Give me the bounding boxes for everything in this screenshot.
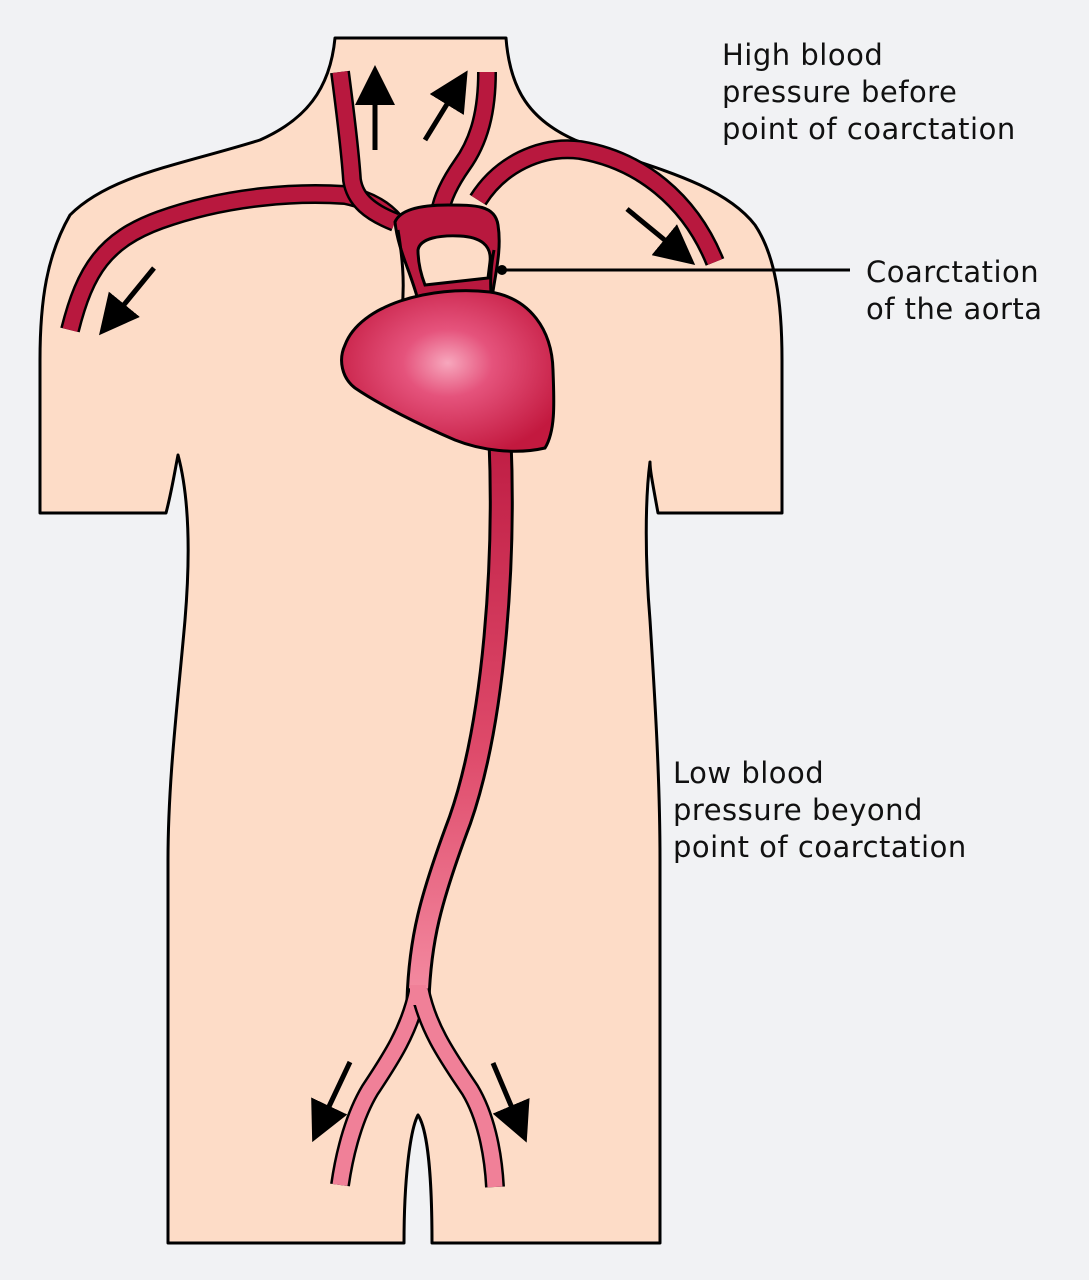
low-pressure-line2: pressure beyond <box>673 793 923 827</box>
coarctation-line1: Coarctation <box>866 255 1040 289</box>
high-pressure-line3: point of coarctation <box>722 112 1016 146</box>
coarctation-pointer <box>497 265 850 275</box>
high-pressure-label: High blood pressure before point of coar… <box>722 37 1016 148</box>
flow-arrows <box>99 65 696 1143</box>
arch-opening <box>416 234 492 287</box>
arteries <box>60 70 725 1188</box>
torso-silhouette <box>38 36 784 1245</box>
low-pressure-label: Low blood pressure beyond point of coarc… <box>673 755 967 866</box>
high-pressure-line1: High blood <box>722 38 884 72</box>
arrow-down-left-icon <box>99 266 156 336</box>
low-pressure-line1: Low blood <box>673 756 825 790</box>
high-pressure-line2: pressure before <box>722 75 958 109</box>
heart <box>340 289 556 453</box>
low-pressure-line3: point of coarctation <box>673 830 967 864</box>
arrow-up-right-icon <box>422 70 468 142</box>
coarctation-label: Coarctation of the aorta <box>866 254 1043 328</box>
arrow-down-left-lower-icon <box>311 1060 353 1143</box>
arrow-down-right-lower-icon <box>490 1062 530 1143</box>
coarctation-line2: of the aorta <box>866 292 1043 326</box>
arrow-down-right-icon <box>625 207 696 266</box>
